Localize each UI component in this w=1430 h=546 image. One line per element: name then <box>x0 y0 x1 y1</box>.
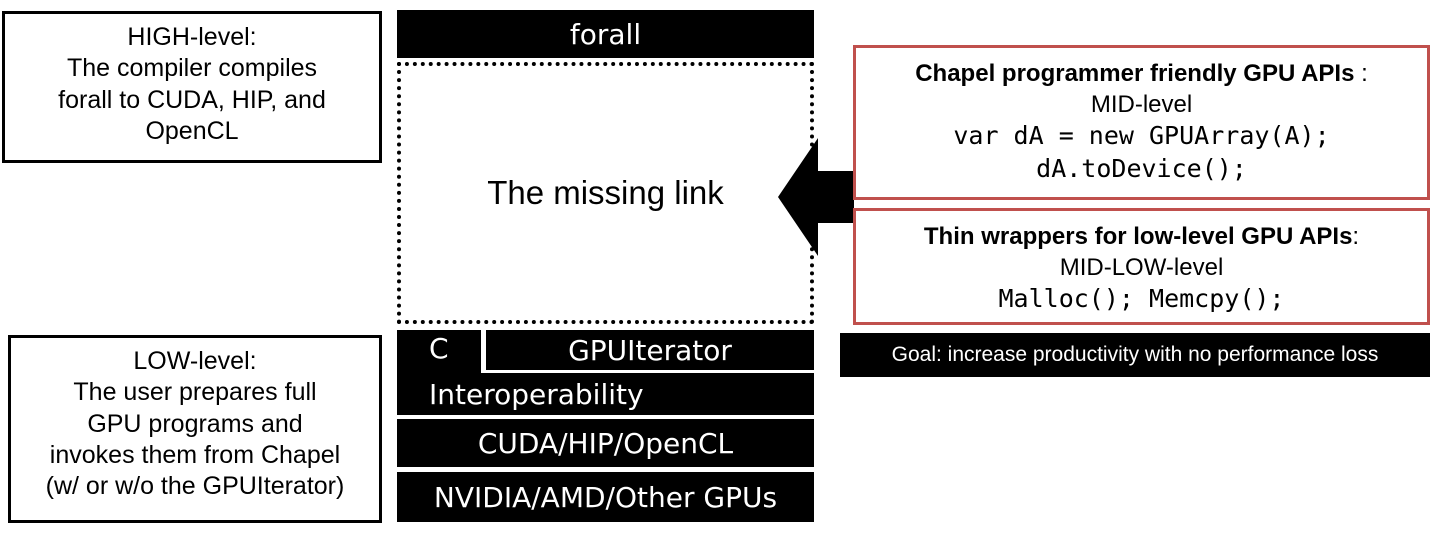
gpus-bar: NVIDIA/AMD/Other GPUs <box>397 472 814 522</box>
cuda-hip-opencl-bar: CUDA/HIP/OpenCL <box>397 419 814 467</box>
low-level-text-2: GPU programs and <box>87 409 303 438</box>
low-level-text-1: The user prepares full <box>73 378 317 407</box>
mid-level-label: MID-level <box>1090 91 1193 119</box>
mid-low-level-label: MID-LOW-level <box>1059 254 1224 282</box>
low-level-text-3: invokes them from Chapel <box>49 440 341 469</box>
mid-low-level-title: Thin wrappers for low-level GPU APIs <box>923 223 1353 250</box>
mid-level-title-line: Chapel programmer friendly GPU APIs : <box>856 58 1427 89</box>
high-level-text-3: OpenCL <box>145 116 239 145</box>
goal-text: Goal: increase productivity with no perf… <box>891 343 1379 366</box>
left-arrow-icon <box>778 138 854 256</box>
low-level-text-4: (w/ or w/o the GPUIterator) <box>45 472 345 500</box>
high-level-text-2: forall to CUDA, HIP, and <box>58 85 326 114</box>
low-level-note: LOW-level: The user prepares full GPU pr… <box>8 335 382 523</box>
mid-low-level-api-box: Thin wrappers for low-level GPU APIs: MI… <box>853 208 1430 325</box>
mid-level-api-box: Chapel programmer friendly GPU APIs : MI… <box>853 45 1430 200</box>
goal-banner: Goal: increase productivity with no perf… <box>840 333 1430 377</box>
mid-low-level-title-line: Thin wrappers for low-level GPU APIs: <box>856 221 1427 252</box>
mid-low-level-title-suffix: : <box>1352 223 1360 250</box>
mid-level-title-suffix: : <box>1354 60 1368 87</box>
forall-label: forall <box>569 17 642 51</box>
high-level-heading: HIGH-level: <box>127 23 257 51</box>
mid-level-code-2: dA.toDevice(); <box>1036 153 1247 183</box>
missing-link-box: The missing link <box>397 62 814 324</box>
forall-bar: forall <box>397 10 814 58</box>
high-level-note: HIGH-level: The compiler compiles forall… <box>2 11 382 163</box>
interoperability-label: Interoperability <box>429 377 644 411</box>
missing-link-label: The missing link <box>487 174 724 211</box>
high-level-text-1: The compiler compiles <box>66 54 318 83</box>
gpus-label: NVIDIA/AMD/Other GPUs <box>433 480 778 514</box>
gpuiterator-bar: GPUIterator <box>486 330 814 370</box>
mid-level-code-1: var dA = new GPUArray(A); <box>953 121 1330 151</box>
cuda-hip-opencl-label: CUDA/HIP/OpenCL <box>477 426 734 460</box>
interoperability-bar: Interoperability <box>397 373 814 415</box>
low-level-heading: LOW-level: <box>133 347 257 375</box>
mid-level-title: Chapel programmer friendly GPU APIs <box>915 60 1355 87</box>
mid-low-level-code: Malloc(); Memcpy(); <box>998 284 1285 314</box>
c-label: C <box>429 332 449 365</box>
gpuiterator-label: GPUIterator <box>568 333 732 367</box>
